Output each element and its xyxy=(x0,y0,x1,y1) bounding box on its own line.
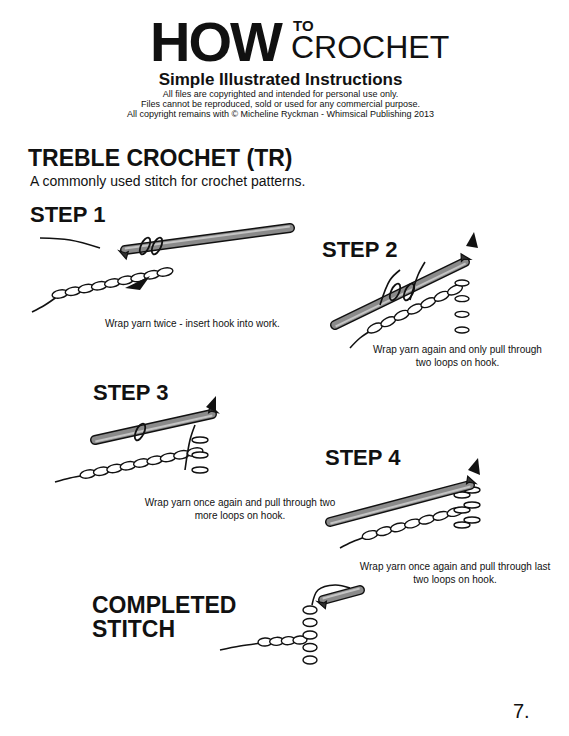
chain-loop xyxy=(432,510,450,522)
subtitle: Simple Illustrated Instructions xyxy=(0,71,565,90)
chain-loop xyxy=(375,525,393,537)
yarn xyxy=(40,238,100,248)
crochet-hook xyxy=(95,405,218,441)
yarn xyxy=(185,425,195,470)
chain-loop xyxy=(390,521,408,533)
copyright-note: All files are copyrighted and intended f… xyxy=(0,90,565,100)
step-caption: Wrap yarn twice - insert hook into work. xyxy=(105,318,355,330)
crochet-hook xyxy=(330,476,476,523)
copyright-note: Files cannot be reproduced, sold or used… xyxy=(0,100,565,110)
yarn-wrap xyxy=(150,236,165,256)
chain-loop xyxy=(303,644,317,652)
yarn-wrap xyxy=(402,282,417,302)
step-caption: Wrap yarn once again and pull through la… xyxy=(355,561,555,586)
chain-loop xyxy=(192,452,208,458)
chain-loop xyxy=(455,311,469,317)
chain-loop xyxy=(464,502,480,508)
chain-loop xyxy=(192,467,208,473)
chain-loop xyxy=(455,280,469,286)
page-number: 7. xyxy=(513,700,530,722)
yarn-wrap xyxy=(138,236,153,256)
title-word: CROCHET xyxy=(291,31,449,63)
chain-loop xyxy=(361,529,379,541)
chain-loop xyxy=(404,518,422,530)
chain-loop xyxy=(464,517,480,523)
arrow-mark xyxy=(466,232,478,248)
chain-loop xyxy=(455,327,469,333)
crochet-hook xyxy=(119,227,290,259)
yarn xyxy=(32,296,58,312)
chain-loop xyxy=(418,514,436,526)
crochet-hook xyxy=(335,254,470,326)
completed-label: COMPLETED STITCH xyxy=(92,593,272,641)
step-label: STEP 4 xyxy=(325,446,400,470)
crochet-hook xyxy=(317,589,360,609)
copyright-note: All copyright remains with © Micheline R… xyxy=(0,110,565,120)
stitch-description: A commonly used stitch for crochet patte… xyxy=(30,174,305,189)
chain-loop xyxy=(303,606,317,614)
chain-loop xyxy=(303,619,317,627)
yarn xyxy=(220,643,262,650)
stitch-heading: TREBLE CROCHET (TR) xyxy=(28,146,292,171)
chain-loop xyxy=(303,631,317,639)
step-caption: Wrap yarn again and only pull through tw… xyxy=(370,344,545,369)
title-word: HOW xyxy=(150,14,281,70)
arrow-mark xyxy=(468,458,480,475)
step-caption: Wrap yarn once again and pull through tw… xyxy=(140,497,340,522)
yarn-wrap xyxy=(388,282,403,302)
chain-loop xyxy=(156,266,173,277)
chain-loop xyxy=(192,437,208,443)
arrow-mark xyxy=(206,396,216,412)
arrow-mark xyxy=(125,276,150,290)
chain-loop xyxy=(455,296,469,302)
step-label: STEP 3 xyxy=(93,381,168,405)
yarn-wrap xyxy=(133,422,148,442)
step-label: STEP 2 xyxy=(322,238,397,262)
step-label: STEP 1 xyxy=(30,203,105,227)
chain-loop xyxy=(303,656,317,664)
